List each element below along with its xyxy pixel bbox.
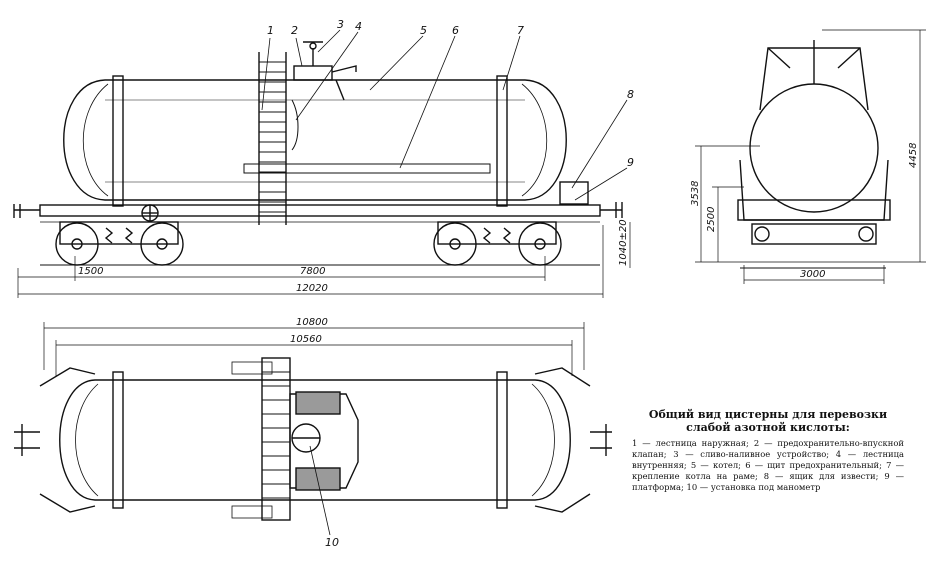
dim-3000: 3000 — [800, 269, 825, 280]
legend-item: 8 — ящик для извести; — [763, 471, 885, 481]
dim-7800: 7800 — [300, 266, 325, 277]
legend-item: 2 — предохранительно-впускной клапан; — [632, 438, 904, 459]
legend-item: 5 — котел; — [690, 460, 746, 470]
legend-item: 7 — крепление котла на раме; — [632, 460, 904, 481]
dim-3538: 3538 — [690, 181, 701, 206]
legend-item: 4 — лестница внутренняя; — [632, 449, 904, 470]
dim-1040: 1040±20 — [618, 219, 629, 266]
dim-12020: 12020 — [296, 283, 328, 294]
tank-top — [59, 379, 571, 501]
dim-10560: 10560 — [290, 334, 322, 345]
legend-list: 1 — лестница наружная; 2 — предохранител… — [632, 438, 904, 493]
legend-item: 1 — лестница наружная; — [632, 438, 754, 448]
legend-item: 9 — платформа; — [632, 471, 905, 492]
dim-1500: 1500 — [78, 266, 103, 277]
callout-3: 3 — [337, 18, 344, 31]
dimensions: 1500 7800 12020 1040±20 3538 2500 3000 4… — [78, 143, 919, 345]
top-view — [14, 322, 612, 536]
callout-6: 6 — [452, 24, 459, 37]
dim-4458: 4458 — [908, 143, 919, 168]
callout-10: 10 — [325, 536, 339, 549]
callout-4: 4 — [355, 20, 362, 33]
callout-7: 7 — [517, 24, 524, 37]
tank-body — [63, 79, 567, 201]
legend-item: 3 — сливо-наливное устройство; — [673, 449, 836, 459]
callout-8: 8 — [627, 88, 634, 101]
figure-caption: Общий вид цистерны для перевозки слабой … — [632, 408, 904, 493]
callouts: 1 2 3 4 5 6 7 8 9 10 — [267, 18, 634, 549]
side-view — [13, 29, 631, 298]
callout-5: 5 — [420, 24, 427, 37]
callout-9: 9 — [627, 156, 634, 169]
end-view — [695, 29, 926, 284]
legend-item: 6 — щит предохранительный; — [745, 460, 887, 470]
front-truck — [55, 221, 184, 266]
callout-2: 2 — [291, 24, 298, 37]
legend-item: 10 — установка под манометр — [686, 482, 821, 492]
dim-10800: 10800 — [296, 317, 328, 328]
caption-title: Общий вид цистерны для перевозки слабой … — [648, 408, 888, 434]
callout-1: 1 — [267, 24, 274, 37]
dim-2500: 2500 — [706, 207, 717, 232]
rear-truck — [433, 221, 562, 266]
